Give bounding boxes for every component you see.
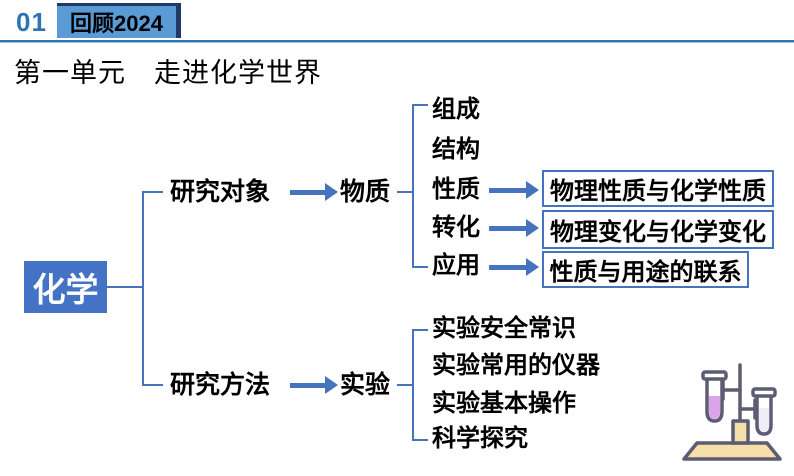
header-divider bbox=[0, 40, 794, 43]
arrow-head bbox=[526, 219, 539, 237]
arrow-shaft bbox=[489, 225, 526, 231]
arrow-icon bbox=[489, 258, 539, 276]
branch-label-research-object: 研究对象 bbox=[170, 178, 271, 206]
item-application: 应用 bbox=[432, 252, 480, 279]
detail-box-changes: 物理变化与化学变化 bbox=[542, 210, 774, 249]
section-badge: 回顾2024 bbox=[57, 3, 181, 38]
root-connector-line bbox=[106, 286, 143, 288]
experiment-bracket-line bbox=[412, 329, 414, 441]
left-bracket-line bbox=[142, 191, 144, 386]
experiment-bracket-top-tick bbox=[412, 329, 428, 331]
arrow-shaft bbox=[489, 264, 526, 270]
arrow-head bbox=[325, 376, 338, 394]
node-matter: 物质 bbox=[340, 178, 391, 206]
arrow-icon bbox=[489, 181, 539, 199]
left-bracket-bottom-tick bbox=[142, 384, 163, 386]
arrow-shaft bbox=[489, 187, 526, 193]
test-tube-stand-icon bbox=[682, 363, 782, 461]
item-properties: 性质 bbox=[432, 176, 480, 203]
item-composition: 组成 bbox=[432, 96, 480, 123]
item-instruments: 实验常用的仪器 bbox=[432, 352, 600, 379]
arrow-shaft bbox=[290, 382, 325, 388]
item-safety: 实验安全常识 bbox=[432, 315, 576, 342]
unit-title: 第一单元 走进化学世界 bbox=[14, 58, 322, 88]
arrow-icon bbox=[290, 376, 338, 394]
detail-box-uses: 性质与用途的联系 bbox=[542, 251, 749, 288]
arrow-head bbox=[325, 183, 338, 201]
detail-box-properties: 物理性质与化学性质 bbox=[542, 170, 774, 207]
arrow-head bbox=[526, 258, 539, 276]
section-number: 01 bbox=[16, 7, 47, 37]
left-bracket-top-tick bbox=[142, 191, 163, 193]
matter-bracket-top-tick bbox=[412, 104, 428, 106]
matter-connector-line bbox=[397, 191, 413, 193]
item-operations: 实验基本操作 bbox=[432, 390, 576, 417]
root-node-chemistry: 化学 bbox=[24, 261, 107, 313]
arrow-icon bbox=[290, 183, 338, 201]
item-transformation: 转化 bbox=[432, 214, 480, 241]
matter-bracket-bottom-tick bbox=[412, 266, 428, 268]
item-structure: 结构 bbox=[432, 136, 480, 163]
section-badge-label: 回顾2024 bbox=[70, 11, 163, 36]
arrow-head bbox=[526, 181, 539, 199]
node-experiment: 实验 bbox=[340, 371, 391, 399]
experiment-bracket-bottom-tick bbox=[412, 439, 428, 441]
arrow-shaft bbox=[290, 189, 325, 195]
experiment-connector-line bbox=[397, 384, 413, 386]
matter-bracket-line bbox=[412, 104, 414, 268]
branch-label-research-method: 研究方法 bbox=[170, 371, 271, 399]
arrow-icon bbox=[489, 219, 539, 237]
item-inquiry: 科学探究 bbox=[432, 425, 528, 452]
